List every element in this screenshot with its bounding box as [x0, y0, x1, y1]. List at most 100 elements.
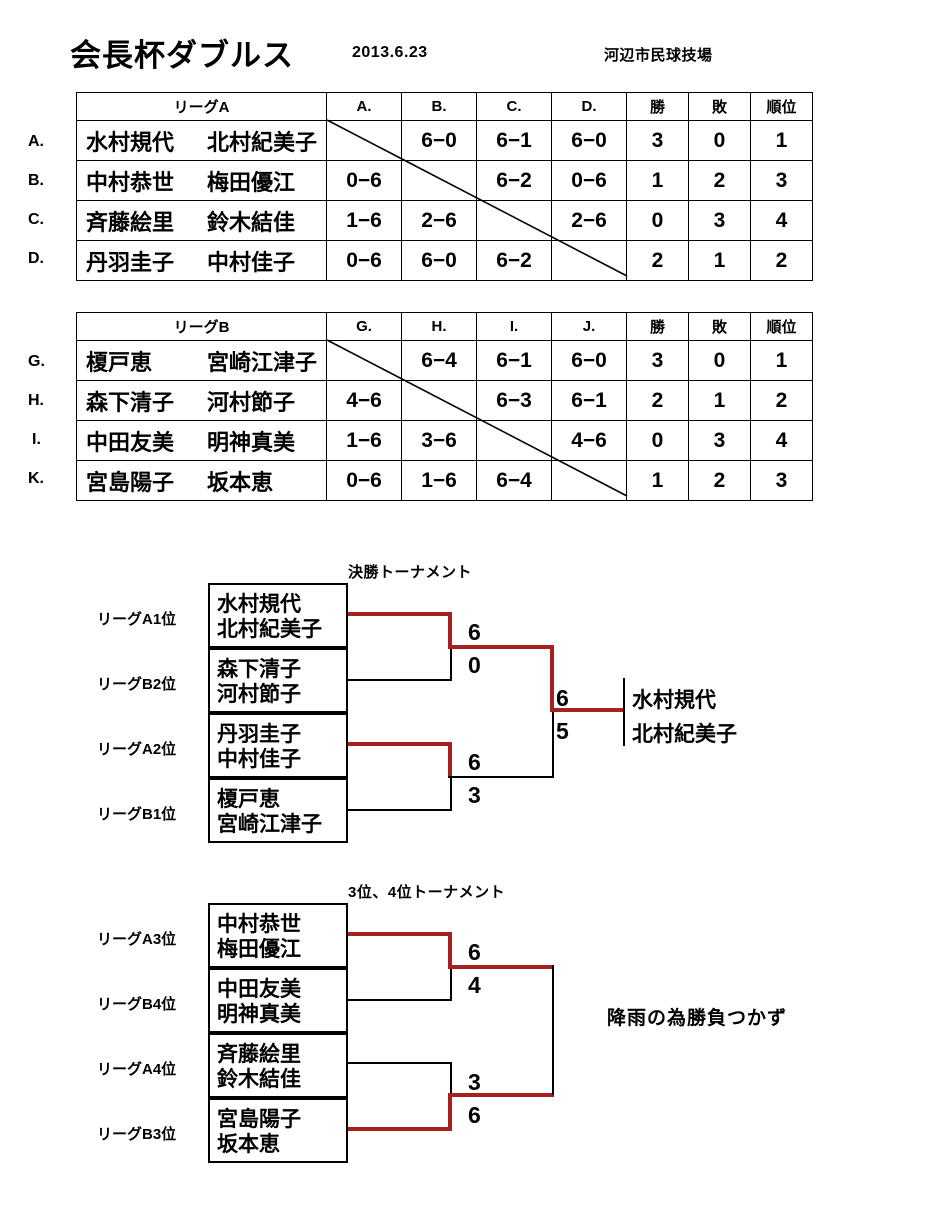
bracket-line-sf2-winner: [348, 742, 452, 746]
row-letter-k: K.: [28, 470, 44, 487]
bracket-line-final-connector-lower: [552, 708, 554, 777]
seed-label-b2: リーグB2位: [97, 676, 177, 693]
bracket-line-csf2-connector: [448, 1093, 452, 1131]
player-1: 宮島陽子: [86, 469, 175, 495]
col-header-win: 勝: [626, 312, 689, 341]
bracket-line-csf2-connector-upper: [450, 1062, 452, 1096]
seed-label-a2: リーグA2位: [97, 741, 177, 758]
bracket-team-box: 榎戸恵 宮崎江津子: [208, 778, 348, 843]
bracket-line-sf2-connector: [448, 742, 452, 778]
player-2: 鈴木結佳: [217, 1068, 301, 1091]
player-1: 斉藤絵里: [86, 209, 175, 235]
bracket-team-box: 宮島陽子 坂本恵: [208, 1098, 348, 1163]
player-2: 梅田優江: [207, 169, 296, 195]
player-1: 丹羽圭子: [86, 249, 175, 275]
bracket-line-cfinal-upper: [448, 965, 554, 969]
champion-bar: [623, 678, 625, 746]
team-names-cell: 榎戸恵 宮崎江津子: [76, 340, 327, 381]
row-letter-c: C.: [28, 211, 44, 228]
bracket-line-sf2-loser: [348, 809, 452, 811]
player-1: 榎戸恵: [217, 788, 280, 811]
bracket-line-sf1-connector-lower: [450, 645, 452, 681]
col-header-win: 勝: [626, 92, 689, 121]
champion-player-2: 北村紀美子: [632, 723, 737, 746]
player-2: 河村節子: [217, 683, 301, 706]
rain-note: 降雨の為勝負つかず: [607, 1008, 788, 1029]
team-names-cell: 森下清子 河村節子: [76, 380, 327, 421]
player-2: 梅田優江: [217, 938, 301, 961]
seed-label-b1: リーグB1位: [97, 806, 177, 823]
csf2-winner-score: 6: [468, 1102, 481, 1128]
col-header-a: A.: [326, 92, 402, 121]
losses-cell: 2: [688, 460, 751, 501]
bracket-line-sf1-winner: [348, 612, 452, 616]
player-1: 丹羽圭子: [217, 723, 301, 746]
bracket-line-csf2-winner: [348, 1127, 452, 1131]
bracket-team-box: 中村恭世 梅田優江: [208, 903, 348, 968]
csf1-loser-score: 4: [468, 972, 481, 998]
team-names-cell: 斉藤絵里 鈴木結佳: [76, 200, 327, 241]
csf1-winner-score: 6: [468, 939, 481, 965]
bracket-line-sf2-connector-lower: [450, 776, 452, 810]
player-1: 森下清子: [86, 389, 175, 415]
league-b-name-header: リーグB: [76, 312, 327, 341]
player-2: 明神真美: [217, 1003, 301, 1026]
player-2: 明神真美: [207, 429, 296, 455]
rank-cell: 1: [750, 340, 813, 381]
page-title: 会長杯ダブルス: [70, 38, 294, 73]
bracket-line-csf1-connector: [448, 932, 452, 968]
col-header-h: H.: [401, 312, 477, 341]
player-2: 中村佳子: [217, 748, 301, 771]
player-1: 中村恭世: [86, 169, 175, 195]
bracket-line-sf1-loser: [348, 679, 452, 681]
row-letter-g: G.: [28, 353, 45, 370]
seed-label-a4: リーグA4位: [97, 1061, 177, 1078]
player-2: 坂本恵: [207, 469, 274, 495]
bracket-line-final-lower: [448, 776, 554, 778]
rank-cell: 2: [750, 240, 813, 281]
bracket-team-box: 丹羽圭子 中村佳子: [208, 713, 348, 778]
bracket-line-final-upper: [448, 645, 554, 649]
team-names-cell: 丹羽圭子 中村佳子: [76, 240, 327, 281]
bracket-team-box: 森下清子 河村節子: [208, 648, 348, 713]
event-date: 2013.6.23: [352, 44, 428, 61]
bracket-line-champion: [550, 708, 623, 712]
col-header-loss: 敗: [688, 312, 751, 341]
seed-label-b3: リーグB3位: [97, 1126, 177, 1143]
losses-cell: 1: [688, 380, 751, 421]
col-header-b: B.: [401, 92, 477, 121]
final-loser-score: 5: [556, 718, 569, 744]
final-bracket-title: 決勝トーナメント: [348, 564, 473, 581]
rank-cell: 3: [750, 460, 813, 501]
losses-cell: 1: [688, 240, 751, 281]
bracket-team-box: 斉藤絵里 鈴木結佳: [208, 1033, 348, 1098]
bracket-line-cfinal-connector: [552, 965, 554, 1095]
rank-cell: 1: [750, 120, 813, 161]
sf1-winner-score: 6: [468, 619, 481, 645]
player-1: 森下清子: [217, 658, 301, 681]
player-1: 水村規代: [86, 129, 175, 155]
row-letter-a: A.: [28, 133, 44, 150]
bracket-team-box: 中田友美 明神真美: [208, 968, 348, 1033]
player-1: 中田友美: [86, 429, 175, 455]
bracket-line-csf2-loser: [348, 1062, 452, 1064]
player-2: 北村紀美子: [207, 129, 318, 155]
row-letter-h: H.: [28, 392, 44, 409]
player-2: 宮崎江津子: [207, 349, 318, 375]
player-1: 宮島陽子: [217, 1108, 301, 1131]
rank-cell: 3: [750, 160, 813, 201]
col-header-c: C.: [476, 92, 552, 121]
bracket-line-cfinal-lower: [448, 1093, 554, 1097]
bracket-line-csf1-connector-lower: [450, 965, 452, 1001]
team-names-cell: 水村規代 北村紀美子: [76, 120, 327, 161]
sf1-loser-score: 0: [468, 652, 481, 678]
seed-label-b4: リーグB4位: [97, 996, 177, 1013]
wins-cell: 0: [626, 420, 689, 461]
player-2: 河村節子: [207, 389, 296, 415]
player-1: 斉藤絵里: [217, 1043, 301, 1066]
player-1: 中村恭世: [217, 913, 301, 936]
bracket-line-csf1-winner: [348, 932, 452, 936]
player-1: 水村規代: [217, 593, 301, 616]
